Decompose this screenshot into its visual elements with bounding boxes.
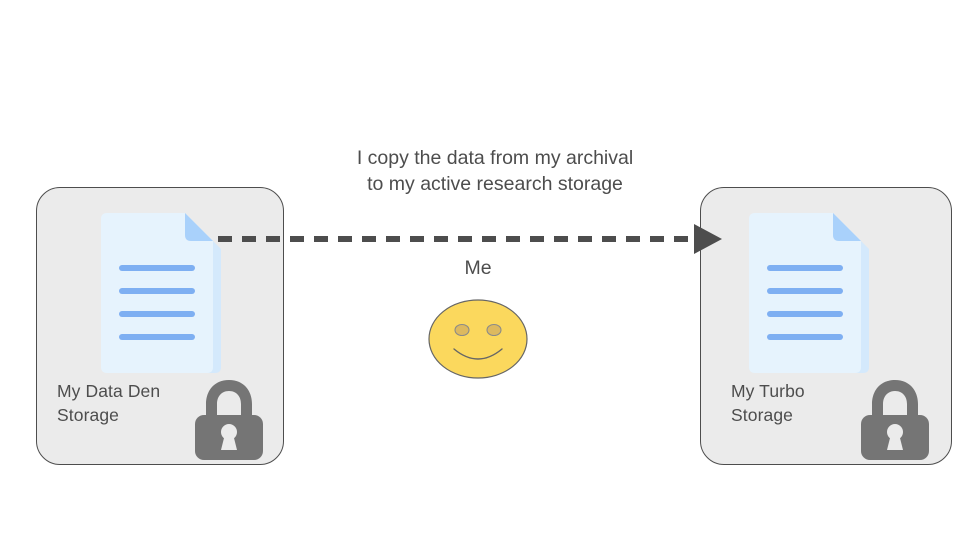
storage-node-label: My Turbo Storage xyxy=(731,381,805,425)
document-icon xyxy=(749,213,869,373)
storage-node-label: My Data Den Storage xyxy=(57,381,161,425)
lock-icon xyxy=(195,380,263,460)
person-label: Me xyxy=(464,257,492,279)
document-icon xyxy=(101,213,221,373)
connector-caption: I copy the data from my archival to my a… xyxy=(356,147,634,195)
smiley-face-icon xyxy=(428,299,528,379)
storage-node-data-den[interactable]: My Data Den Storage xyxy=(36,187,284,465)
lock-icon xyxy=(861,380,929,460)
storage-node-turbo[interactable]: My Turbo Storage xyxy=(700,187,952,465)
